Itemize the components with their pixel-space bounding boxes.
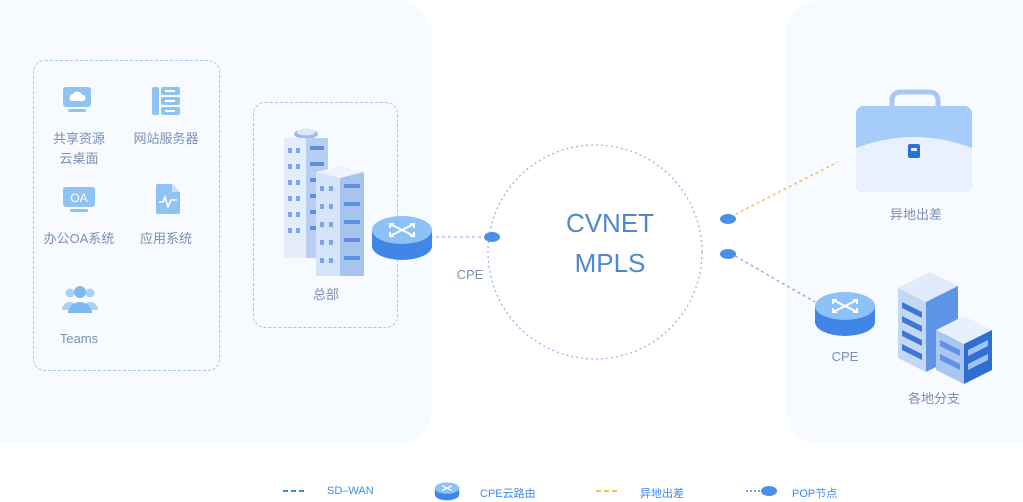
resources-box xyxy=(33,60,220,371)
teams-label: Teams xyxy=(59,331,99,346)
shared-resource-label: 共享资源 xyxy=(52,131,105,146)
cloud-desktop-label: 云桌面 xyxy=(59,151,99,166)
legend-router-icon xyxy=(434,482,460,501)
oa-icon-text: OA xyxy=(70,191,88,205)
cloud-desktop-icon xyxy=(63,87,91,112)
headquarters-building-icon xyxy=(284,128,364,276)
branch-line xyxy=(729,252,816,303)
travel-label: 异地出差 xyxy=(889,207,942,222)
hq-cpe-label: CPE xyxy=(456,267,484,282)
branch-building-icon xyxy=(898,272,992,384)
branch-cpe-label: CPE xyxy=(831,349,859,364)
pop-node-hq xyxy=(484,232,500,242)
branch-cpe-router-icon xyxy=(815,292,875,336)
legend-router-label: CPE云路由 xyxy=(480,488,536,500)
core-title-line1: CVNET xyxy=(565,208,655,238)
briefcase-icon xyxy=(856,89,972,192)
headquarters-label: 总部 xyxy=(312,287,339,302)
web-server-label: 网站服务器 xyxy=(133,131,199,146)
legend-pop-label: POP节点 xyxy=(792,488,838,500)
hq-cpe-router-icon xyxy=(372,216,432,260)
pop-node-travel xyxy=(720,214,736,224)
core-title-line2: MPLS xyxy=(574,248,646,278)
app-system-label: 应用系统 xyxy=(139,231,192,246)
pop-node-branch xyxy=(720,249,736,259)
app-system-icon xyxy=(156,184,180,214)
legend-travel-label: 异地出差 xyxy=(640,488,684,500)
legend-sdwan-line xyxy=(283,490,307,492)
office-oa-label: 办公OA系统 xyxy=(43,231,115,246)
legend-pop-icon xyxy=(746,486,777,496)
mpls-core-circle xyxy=(487,144,703,360)
legend-sdwan-label: SD–WAN xyxy=(327,485,374,497)
headquarters-box xyxy=(253,102,398,328)
oa-icon xyxy=(63,187,95,212)
teams-icon xyxy=(62,286,98,313)
server-icon xyxy=(152,87,180,115)
branches-label: 各地分支 xyxy=(907,391,960,406)
legend-travel-line xyxy=(596,490,620,492)
travel-line xyxy=(729,161,839,218)
